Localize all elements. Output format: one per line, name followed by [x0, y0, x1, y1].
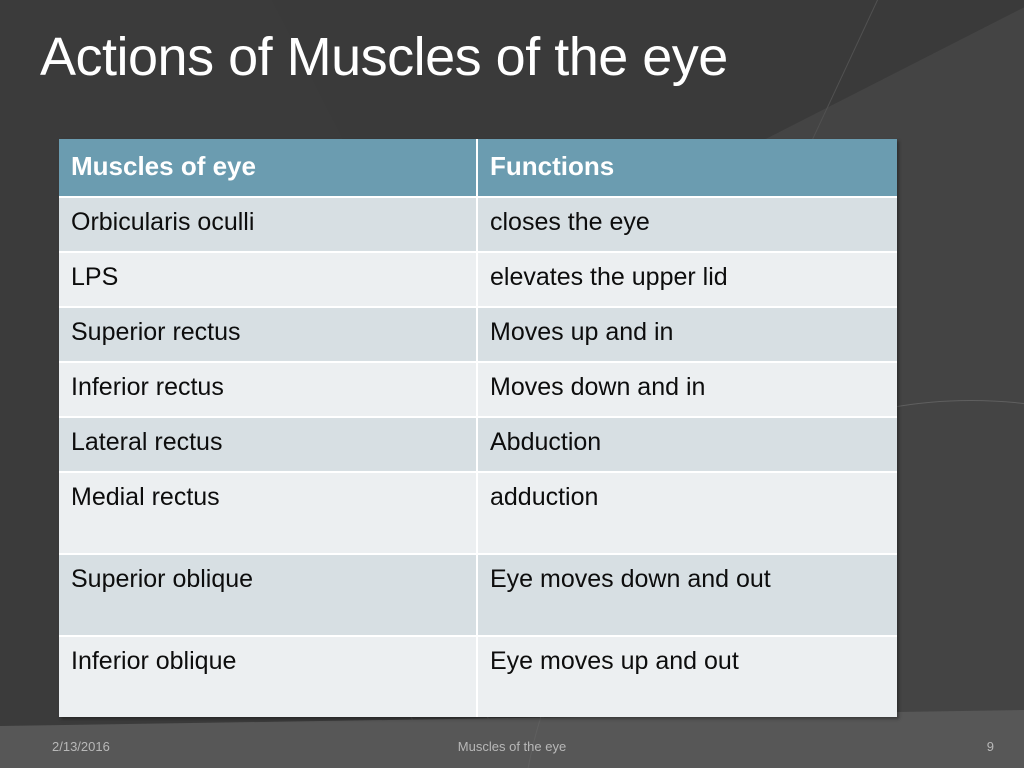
table-row: Medial rectus adduction [59, 472, 897, 555]
table-body: Orbicularis oculli closes the eye LPS el… [59, 197, 897, 717]
cell-function: Abduction [477, 417, 897, 473]
cell-function: adduction [477, 472, 897, 555]
cell-muscle: Inferior rectus [59, 362, 478, 418]
footer-page-number: 9 [986, 739, 994, 754]
footer-date: 2/13/2016 [52, 739, 110, 754]
table-row: Lateral rectus Abduction [59, 417, 897, 473]
cell-function: closes the eye [477, 197, 897, 253]
table-row: Inferior rectus Moves down and in [59, 362, 897, 418]
cell-function: Eye moves down and out [477, 554, 897, 637]
table-row: Orbicularis oculli closes the eye [59, 197, 897, 253]
cell-muscle: Inferior oblique [59, 636, 478, 717]
cell-function: Moves up and in [477, 307, 897, 363]
cell-function: Eye moves up and out [477, 636, 897, 717]
column-header-functions: Functions [477, 139, 897, 198]
cell-function: Moves down and in [477, 362, 897, 418]
cell-muscle: Superior rectus [59, 307, 478, 363]
cell-muscle: Orbicularis oculli [59, 197, 478, 253]
slide-title: Actions of Muscles of the eye [40, 27, 728, 87]
cell-muscle: Superior oblique [59, 554, 478, 637]
cell-muscle: Medial rectus [59, 472, 478, 555]
muscles-table: Muscles of eye Functions Orbicularis ocu… [59, 139, 897, 717]
table-row: Superior rectus Moves up and in [59, 307, 897, 363]
table-row: Inferior oblique Eye moves up and out [59, 636, 897, 717]
cell-muscle: LPS [59, 252, 478, 308]
footer-title: Muscles of the eye [457, 739, 567, 754]
table-header-row: Muscles of eye Functions [59, 139, 897, 198]
cell-function: elevates the upper lid [477, 252, 897, 308]
table-header: Muscles of eye Functions [59, 139, 897, 198]
table-row: LPS elevates the upper lid [59, 252, 897, 308]
table-row: Superior oblique Eye moves down and out [59, 554, 897, 637]
slide-footer: 2/13/2016 Muscles of the eye 9 [0, 733, 1024, 768]
column-header-muscles: Muscles of eye [59, 139, 478, 198]
cell-muscle: Lateral rectus [59, 417, 478, 473]
muscles-table-container: Muscles of eye Functions Orbicularis ocu… [59, 139, 897, 717]
